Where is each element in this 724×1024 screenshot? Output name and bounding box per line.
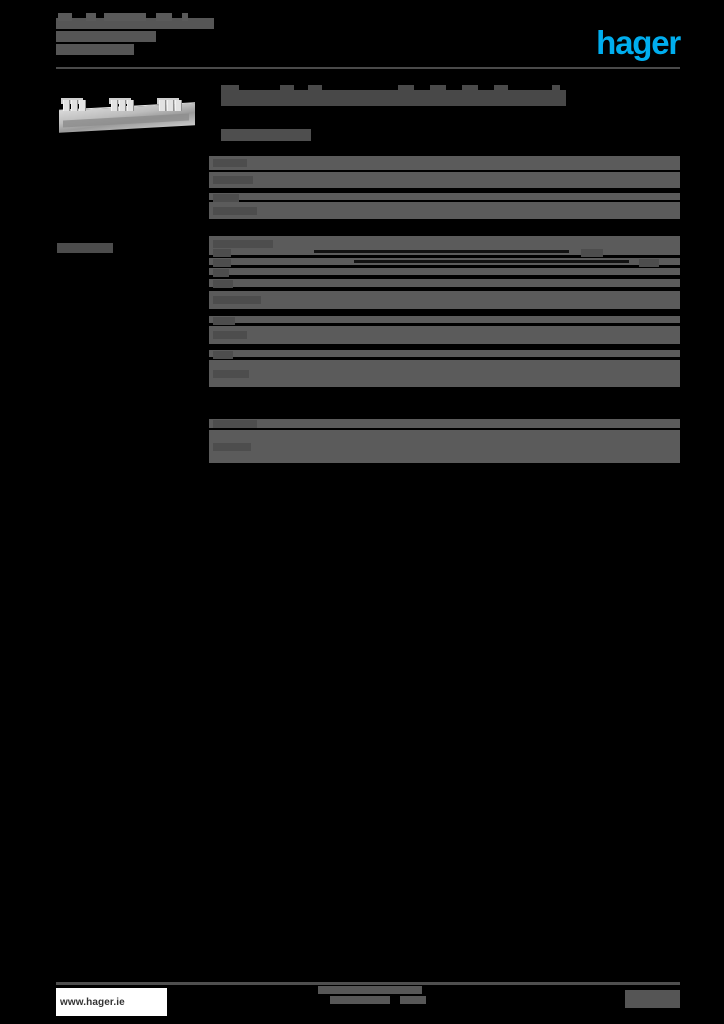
product-terminal [63,100,70,111]
section-title-ascender [280,85,294,90]
table-row [209,193,680,202]
title-ascender [156,13,172,21]
product-terminal [79,100,86,111]
footer-divider [56,982,680,985]
title-ascender [104,13,146,21]
section-title-ascender [221,85,239,90]
section-title-ascender [462,85,478,90]
document-title-line-1 [56,18,214,29]
row-label [213,194,239,202]
product-terminal [71,100,78,111]
row-label [213,207,257,215]
table-row [209,350,680,359]
product-terminal [119,100,126,111]
left-column-note [57,243,113,253]
table-row [209,236,680,251]
row-value [581,249,603,257]
row-leader-line [354,260,629,263]
footer-right-text [625,990,680,1008]
title-ascender [182,13,188,21]
row-label [213,240,273,248]
title-ascender [58,13,72,21]
table-row [209,202,680,219]
footer-url-box[interactable]: www.hager.ie [56,988,167,1016]
row-label [213,159,247,167]
product-terminal [111,100,118,111]
section-title-ascender [552,85,560,90]
row-label [213,317,235,325]
table-row [209,248,680,257]
product-terminal [159,100,166,111]
row-label [213,331,247,339]
document-title [56,13,226,62]
table-row [209,360,680,387]
product-terminal [127,100,134,111]
document-title-line-3 [56,44,134,55]
footer-page-number [400,996,426,1004]
row-label [213,296,261,304]
row-label [213,259,231,267]
table-row [209,156,680,170]
table-row [209,279,680,288]
table-row [209,291,680,309]
footer-center-text [318,986,422,994]
section-title-ascender [430,85,446,90]
document-title-line-2 [56,31,156,42]
row-label [213,370,249,378]
hager-logo: hager [596,24,681,61]
table-row [209,268,680,277]
product-image [57,92,199,134]
row-label [213,420,257,428]
row-label [213,176,253,184]
row-value [639,259,659,267]
product-terminal [167,100,174,111]
title-ascender [86,13,96,21]
row-label [213,443,251,451]
table-row [209,172,680,188]
row-label [213,351,233,359]
row-leader-line [314,250,569,253]
section-title [221,90,566,106]
row-label [213,280,233,288]
section-title-ascender [308,85,322,90]
table-row [209,430,680,463]
header-divider [56,67,680,69]
row-label [213,269,229,277]
row-label [213,249,231,257]
table-row [209,419,680,428]
table-row [209,258,680,267]
footer-url[interactable]: www.hager.ie [60,996,125,1008]
section-subtitle [221,129,311,141]
table-row [209,326,680,344]
section-title-ascender [398,85,414,90]
table-row [209,316,680,325]
footer-center-subtext [330,996,390,1004]
section-title-ascender [494,85,508,90]
product-terminal [175,100,182,111]
